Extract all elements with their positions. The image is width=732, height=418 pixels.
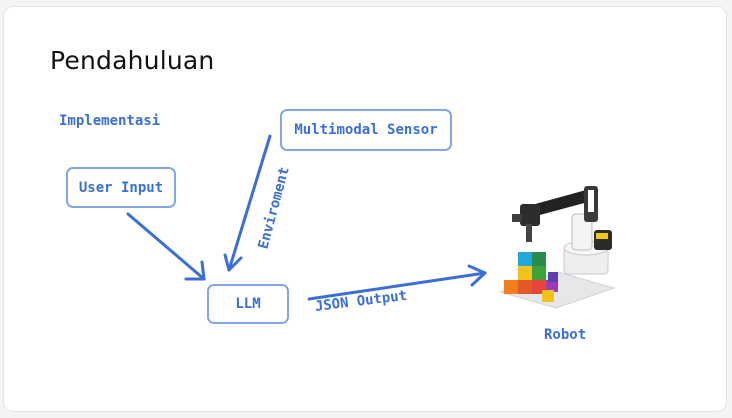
llm-node: LLM <box>207 284 289 324</box>
slide-title: Pendahuluan <box>50 46 215 75</box>
user-input-node: User Input <box>66 167 176 208</box>
robot-arm-image <box>498 186 616 309</box>
multimodal-sensor-node: Multimodal Sensor <box>280 109 452 151</box>
section-label: Implementasi <box>59 113 161 129</box>
robot-label: Robot <box>544 327 587 343</box>
slide-card <box>3 6 727 412</box>
